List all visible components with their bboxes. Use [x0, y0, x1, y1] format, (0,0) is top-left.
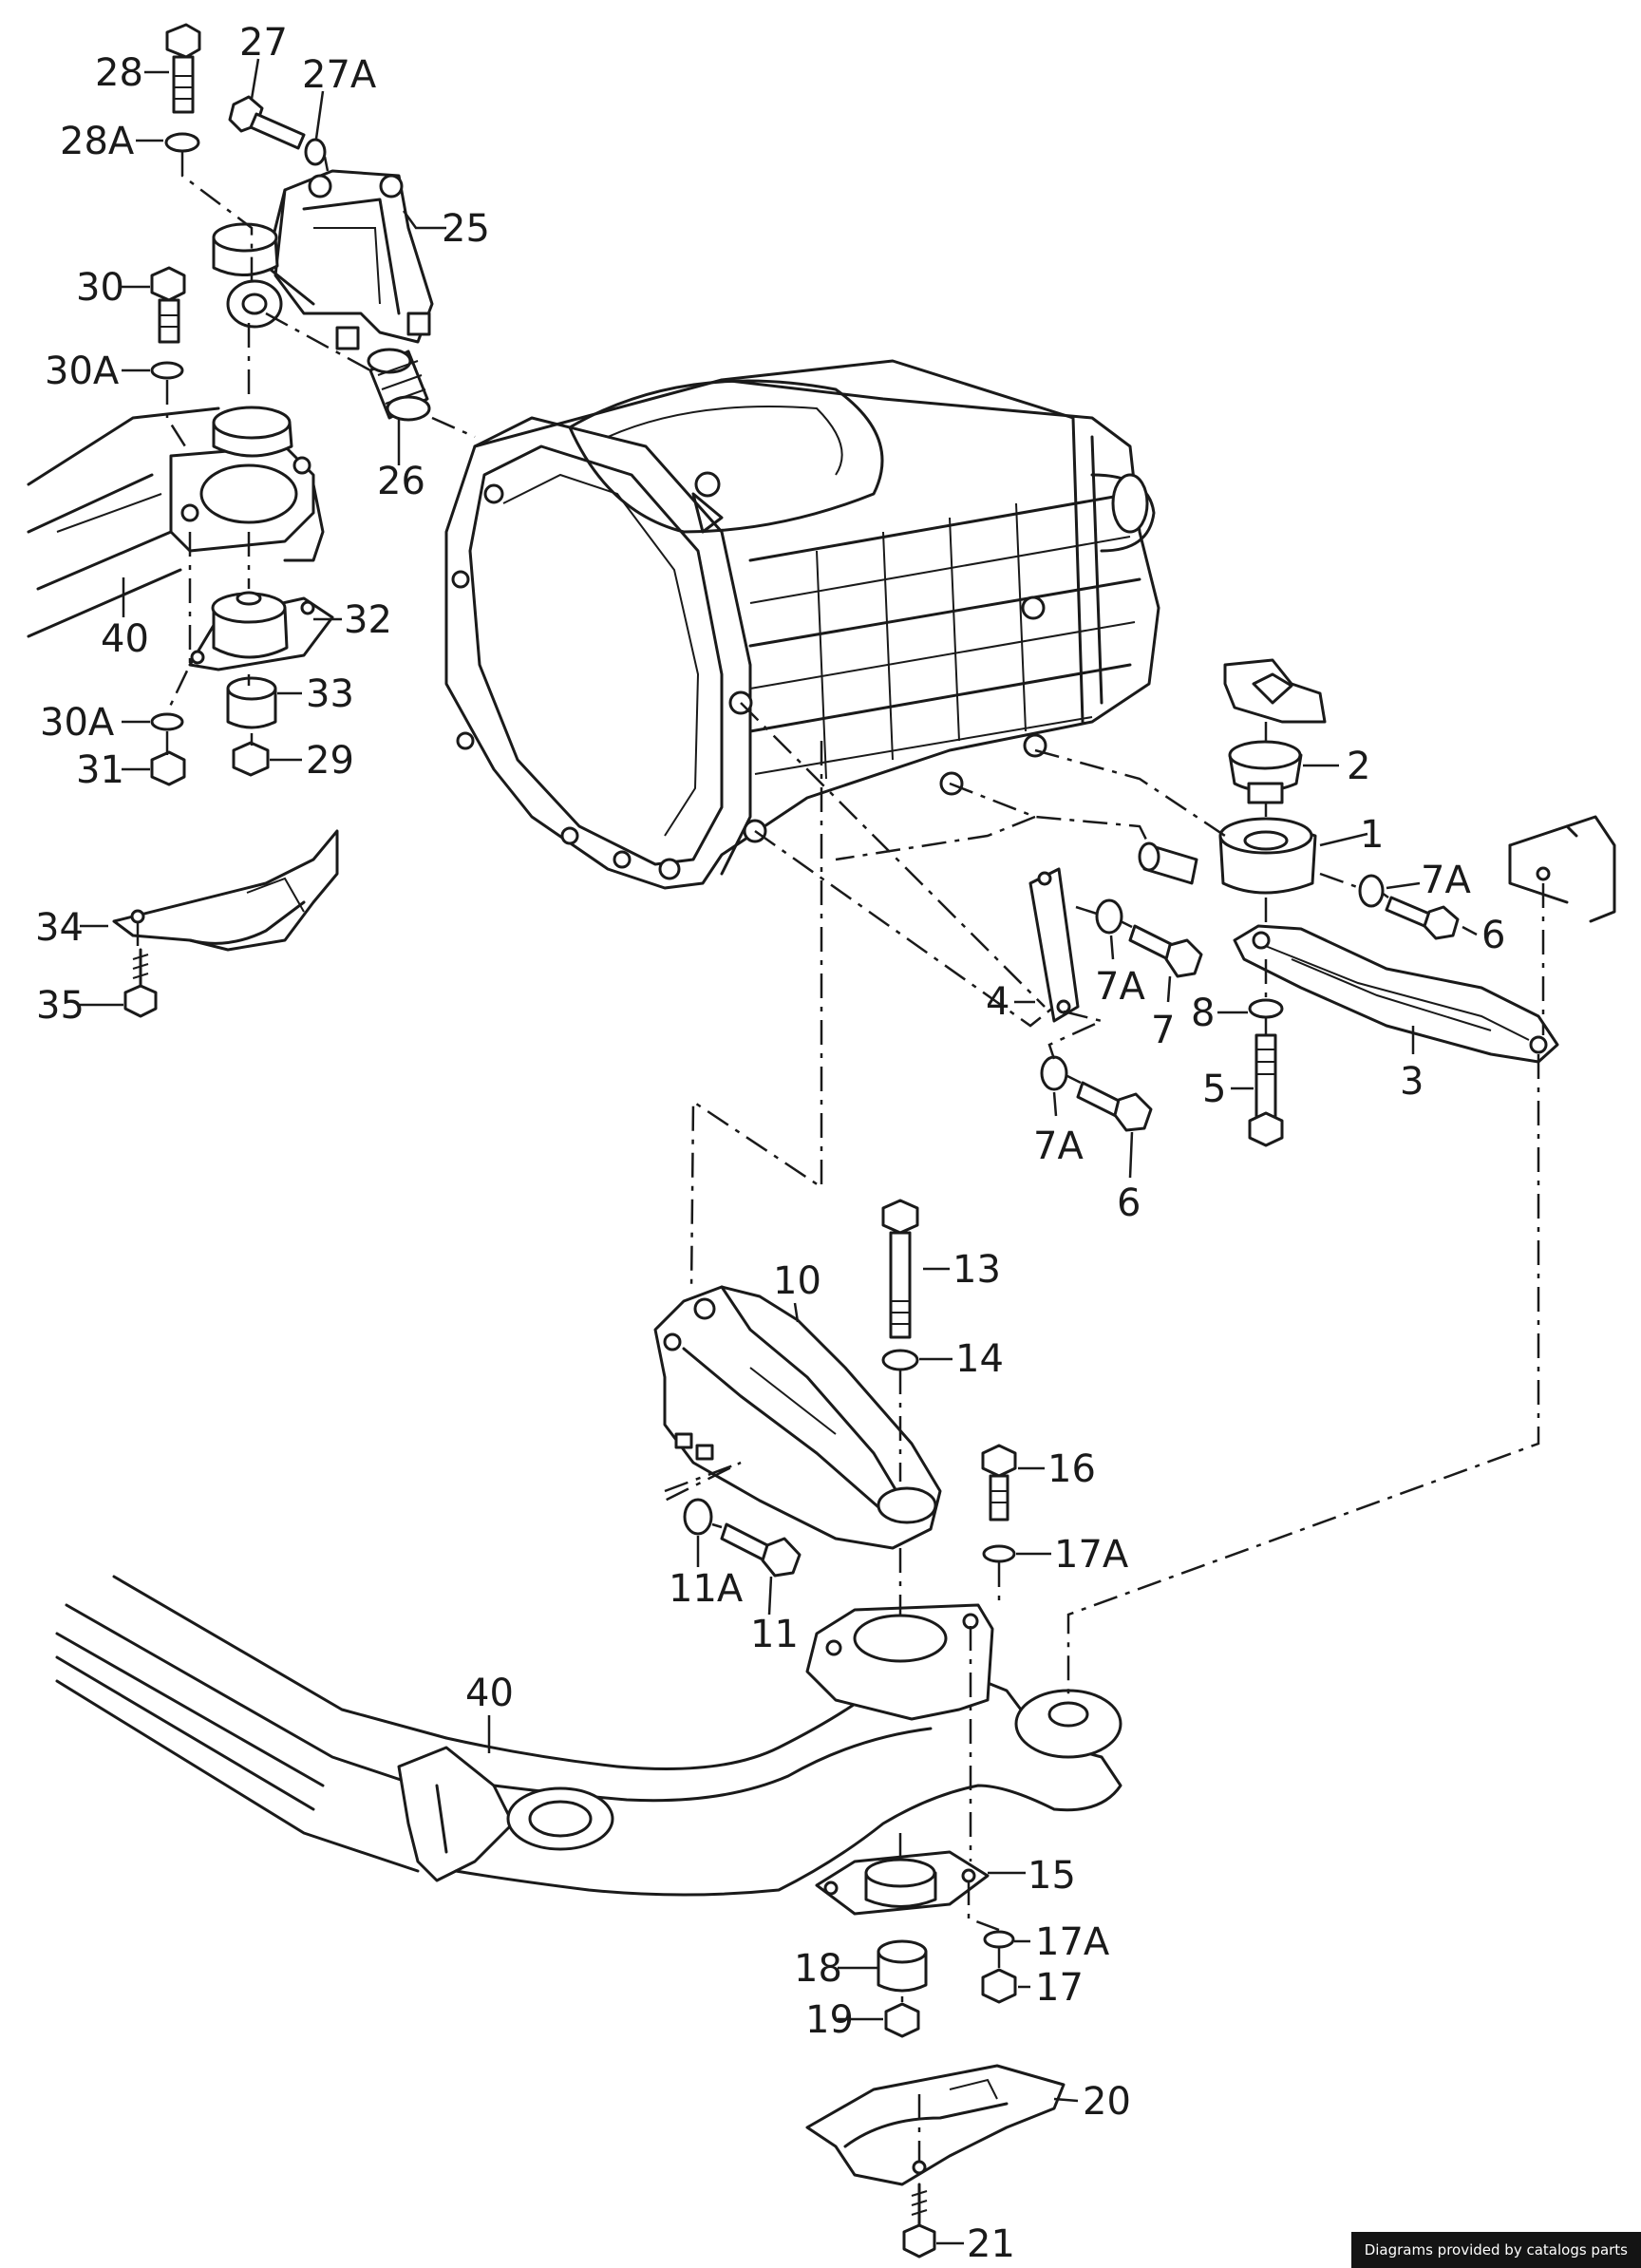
- rubber-mount: [188, 591, 334, 671]
- callout-16: 16: [1047, 1447, 1096, 1491]
- callout-4: 4: [986, 980, 1009, 1024]
- crossmember: [1233, 924, 1559, 1064]
- washer: [1248, 998, 1284, 1019]
- bolt: [981, 1444, 1017, 1521]
- washer: [304, 138, 327, 166]
- washer: [1358, 874, 1385, 908]
- body-bracket: [1508, 815, 1616, 923]
- washer: [1095, 898, 1123, 935]
- callout-30a-top: 30A: [45, 350, 120, 393]
- bolt: [228, 95, 306, 150]
- callout-2: 2: [1347, 745, 1370, 788]
- callout-25: 25: [442, 207, 490, 251]
- washer: [164, 132, 200, 153]
- washer: [150, 712, 184, 731]
- washer: [150, 361, 184, 380]
- callout-17a-top: 17A: [1054, 1533, 1129, 1577]
- callout-18: 18: [794, 1947, 842, 1991]
- callout-28: 28: [95, 51, 143, 95]
- nut: [981, 1968, 1017, 2004]
- subframe-left-section: [27, 406, 325, 638]
- bolt: [1128, 924, 1203, 978]
- bushing: [226, 676, 277, 729]
- bushing: [877, 1939, 928, 1993]
- bolt: [720, 1522, 802, 1578]
- rubber-mount-cap: [212, 222, 279, 277]
- bolt: [1385, 896, 1460, 940]
- callout-29: 29: [306, 739, 354, 783]
- subframe: [55, 1575, 1122, 1897]
- callout-17a-bottom: 17A: [1035, 1920, 1110, 1964]
- nut: [232, 741, 270, 777]
- support-strut: [1028, 867, 1080, 1023]
- callout-26: 26: [377, 460, 425, 503]
- callout-33: 33: [306, 672, 354, 716]
- callout-27a: 27A: [302, 53, 377, 97]
- callout-15: 15: [1028, 1854, 1076, 1898]
- callout-11: 11: [750, 1613, 799, 1656]
- washer: [1040, 1055, 1068, 1091]
- callout-7a-mid: 7A: [1095, 965, 1145, 1009]
- mount-clip: [1223, 658, 1327, 724]
- washer: [983, 1930, 1015, 1949]
- callout-20: 20: [1083, 2080, 1131, 2124]
- bolt: [1248, 1033, 1284, 1147]
- callout-7a-right: 7A: [1421, 859, 1471, 902]
- callout-34: 34: [35, 906, 84, 950]
- bolt: [165, 23, 201, 114]
- assembly-lines: [136, 152, 1545, 2161]
- callout-21: 21: [967, 2222, 1015, 2266]
- callout-19: 19: [805, 1998, 854, 2042]
- callout-31: 31: [76, 748, 124, 792]
- callout-7: 7: [1151, 1009, 1175, 1052]
- bushing: [367, 348, 431, 422]
- screw: [902, 2183, 936, 2259]
- washer: [982, 1544, 1016, 1563]
- bolt: [150, 266, 186, 344]
- nut: [150, 750, 186, 786]
- callout-8: 8: [1191, 992, 1215, 1035]
- callout-27: 27: [239, 21, 288, 65]
- callout-14: 14: [955, 1337, 1004, 1381]
- left-mount-bracket: [226, 169, 434, 350]
- bolt: [1076, 1081, 1153, 1132]
- leader-lines: [80, 58, 1478, 2245]
- washer: [881, 1349, 919, 1371]
- callout-10: 10: [773, 1259, 821, 1303]
- callout-3: 3: [1400, 1060, 1424, 1104]
- callout-6-low: 6: [1117, 1181, 1141, 1225]
- gearbox-bracket: [653, 1285, 942, 1550]
- rubber-buffer: [1228, 740, 1303, 804]
- screw: [123, 948, 158, 1018]
- callout-11a: 11A: [669, 1567, 744, 1611]
- callout-1: 1: [1360, 813, 1384, 857]
- callout-30a-bottom: 30A: [40, 701, 115, 745]
- nut: [884, 2002, 920, 2038]
- callout-6-right: 6: [1481, 914, 1505, 957]
- callout-13: 13: [953, 1248, 1001, 1292]
- callout-35: 35: [36, 984, 85, 1028]
- callout-17: 17: [1035, 1966, 1084, 2010]
- washer: [683, 1498, 713, 1536]
- callout-32: 32: [344, 598, 392, 642]
- gearbox-housing: [444, 359, 1160, 890]
- gearbox-mount: [1138, 817, 1317, 895]
- heat-shield: [112, 829, 339, 952]
- callout-7a-low: 7A: [1033, 1125, 1084, 1168]
- callout-40-left: 40: [101, 617, 149, 661]
- callout-30: 30: [76, 266, 124, 310]
- callout-labels: 28 27 27A 28A 25 30 30A 26 40 32 33 30A …: [35, 21, 1505, 2266]
- heat-shield: [805, 2064, 1066, 2186]
- diagram-credit: Diagrams provided by catalogs parts: [1350, 2232, 1641, 2268]
- bolt: [881, 1199, 919, 1339]
- callout-40-bottom: 40: [465, 1672, 514, 1715]
- rubber-mount: [815, 1850, 990, 1916]
- callout-5: 5: [1202, 1068, 1226, 1111]
- callout-28a: 28A: [60, 120, 135, 163]
